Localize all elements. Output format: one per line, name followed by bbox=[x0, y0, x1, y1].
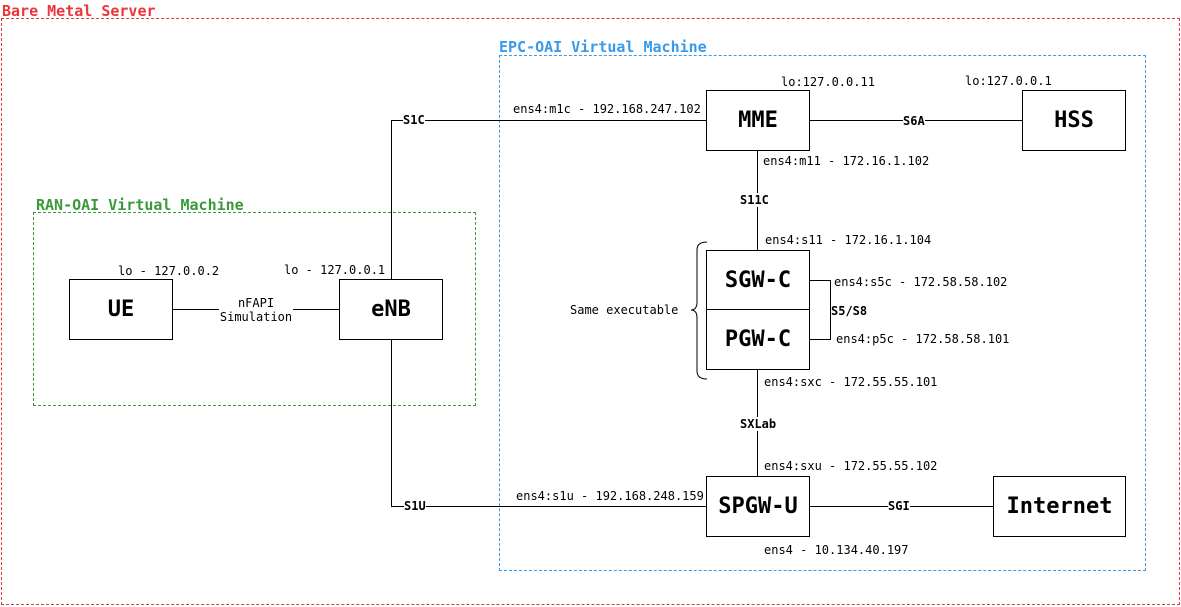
mme-loopback-label: lo:127.0.0.11 bbox=[781, 75, 875, 89]
s11c-link-label: S11C bbox=[740, 193, 769, 207]
s5s8-link-label: S5/S8 bbox=[831, 304, 868, 318]
mme-m1c-label: ens4:m1c - 192.168.247.102 bbox=[513, 102, 701, 116]
s1u-link-label: S1U bbox=[404, 499, 426, 513]
spgw-u-node[interactable]: SPGW-U bbox=[706, 476, 810, 537]
hss-loopback-label: lo:127.0.0.1 bbox=[965, 74, 1052, 88]
s5s8-link bbox=[810, 280, 831, 340]
spgw-u-ens4-label: ens4 - 10.134.40.197 bbox=[764, 543, 909, 557]
sgw-c-s11-label: ens4:s11 - 172.16.1.104 bbox=[765, 233, 932, 247]
internet-node[interactable]: Internet bbox=[993, 476, 1126, 537]
mme-m11-label: ens4:m11 - 172.16.1.102 bbox=[763, 154, 930, 168]
hss-node[interactable]: HSS bbox=[1022, 90, 1126, 151]
sgi-link-label: SGI bbox=[888, 499, 910, 513]
spgw-u-s1u-label: ens4:s1u - 192.168.248.159 bbox=[516, 489, 704, 503]
bare-metal-server-title: Bare Metal Server bbox=[2, 2, 156, 20]
nfapi-simulation-label: nFAPI Simulation bbox=[219, 296, 293, 324]
s1c-link bbox=[391, 120, 706, 279]
nfapi-label-line2: Simulation bbox=[219, 310, 293, 324]
sgw-c-s5c-label: ens4:s5c - 172.58.58.102 bbox=[834, 275, 1008, 289]
bare-metal-server-region bbox=[1, 18, 1180, 605]
pgw-c-node[interactable]: PGW-C bbox=[706, 309, 810, 370]
ue-node[interactable]: UE bbox=[69, 279, 173, 340]
same-executable-label: Same executable bbox=[570, 303, 679, 317]
sgw-c-node[interactable]: SGW-C bbox=[706, 250, 810, 311]
same-executable-brace bbox=[690, 241, 708, 380]
pgw-c-p5c-label: ens4:p5c - 172.58.58.101 bbox=[836, 332, 1010, 346]
s1c-link-label: S1C bbox=[403, 113, 425, 127]
nfapi-label-line1: nFAPI bbox=[237, 296, 275, 310]
epc-vm-region bbox=[499, 55, 1146, 571]
ue-loopback-label: lo - 127.0.0.2 bbox=[118, 264, 220, 278]
s6a-link-label: S6A bbox=[903, 114, 925, 128]
ran-vm-region bbox=[33, 212, 476, 406]
mme-node[interactable]: MME bbox=[706, 90, 810, 151]
enb-loopback-label: lo - 127.0.0.1 bbox=[284, 263, 386, 277]
pgw-c-sxc-label: ens4:sxc - 172.55.55.101 bbox=[764, 375, 938, 389]
sxlab-link-label: SXLab bbox=[740, 417, 777, 431]
enb-node[interactable]: eNB bbox=[339, 279, 443, 340]
spgw-u-sxu-label: ens4:sxu - 172.55.55.102 bbox=[764, 459, 938, 473]
s1u-link bbox=[391, 339, 706, 507]
epc-vm-title: EPC-OAI Virtual Machine bbox=[499, 38, 707, 56]
ran-vm-title: RAN-OAI Virtual Machine bbox=[36, 196, 244, 214]
